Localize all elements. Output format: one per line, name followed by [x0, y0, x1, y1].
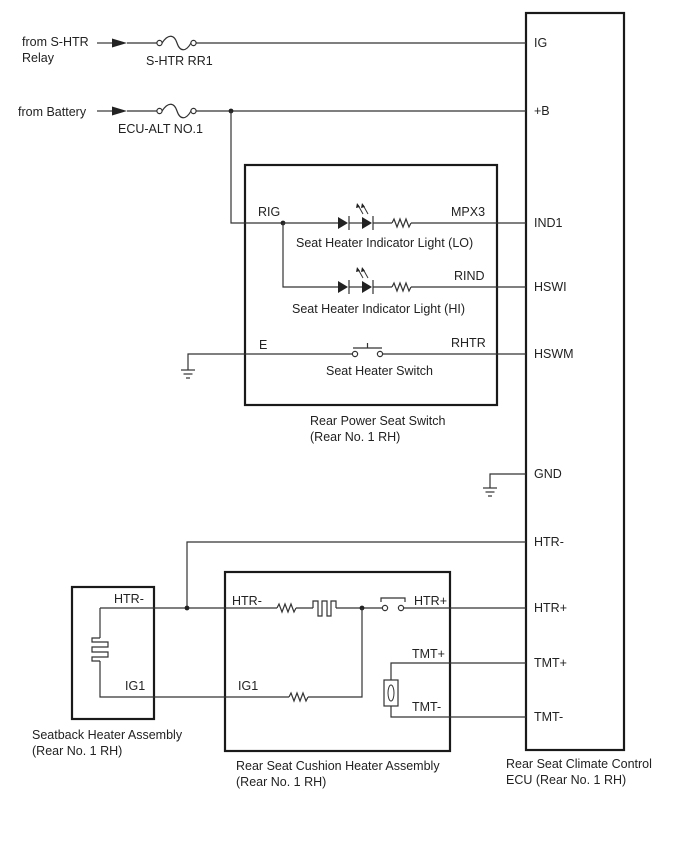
seatback-heater-box [70, 585, 156, 721]
ecu-pin-gnd: GND [534, 467, 562, 481]
ecu-pin-ind1: IND1 [534, 216, 563, 230]
ecu-pin-hswi: HSWI [534, 280, 567, 294]
thermal-switch-icon [380, 597, 406, 612]
fuse-icon [156, 35, 197, 51]
resistor-icon [391, 281, 412, 293]
heater-element-icon [91, 637, 109, 662]
resistor-icon [391, 217, 412, 229]
heater-element-icon [312, 600, 337, 617]
cushion-pin-tmt-minus: TMT- [412, 700, 441, 714]
led-icon [338, 267, 374, 294]
source-battery: from Battery [18, 105, 87, 119]
fuse-icon [156, 103, 197, 119]
resistor-icon [276, 602, 297, 614]
seatback-heater-name-line2: (Rear No. 1 RH) [32, 744, 122, 758]
junction-dot [184, 605, 190, 611]
rear-power-seat-switch-name-line1: Rear Power Seat Switch [310, 414, 446, 428]
battery-circuit [97, 103, 526, 224]
seatback-pin-htr-minus: HTR- [114, 592, 144, 606]
ecu-pin-htr-plus: HTR+ [534, 601, 567, 615]
pin-e: E [259, 338, 267, 352]
ecu-box [524, 11, 626, 752]
ecu-pin-hswm: HSWM [534, 347, 574, 361]
arrow-icon [112, 38, 127, 48]
rear-power-seat-switch-name-line2: (Rear No. 1 RH) [310, 430, 400, 444]
cushion-pin-tmt-plus: TMT+ [412, 647, 445, 661]
ecu-pin-tmt-minus: TMT- [534, 710, 563, 724]
ecu-pin-plus-b: +B [534, 104, 550, 118]
thermistor-circuit [383, 662, 526, 718]
pin-rig: RIG [258, 205, 280, 219]
cushion-pin-ig1: IG1 [238, 679, 258, 693]
ig-circuit [97, 35, 526, 51]
seatback-pin-ig1: IG1 [125, 679, 145, 693]
cushion-pin-htr-plus: HTR+ [414, 594, 447, 608]
ecu-name-line1: Rear Seat Climate Control [506, 757, 652, 771]
ecu-name-line2: ECU (Rear No. 1 RH) [506, 773, 626, 787]
resistor-icon [288, 691, 309, 703]
indicator-lo-circuit [280, 203, 526, 230]
pin-rind: RIND [454, 269, 485, 283]
indicator-lo-label: Seat Heater Indicator Light (LO) [296, 236, 473, 250]
cushion-pin-htr-minus: HTR- [232, 594, 262, 608]
seat-heater-switch-circuit [181, 343, 526, 379]
ground-icon [483, 487, 497, 497]
thermistor-icon [383, 679, 399, 707]
ecu-pin-htr-minus: HTR- [534, 535, 564, 549]
indicator-hi-label: Seat Heater Indicator Light (HI) [292, 302, 465, 316]
rear-power-seat-switch-box [243, 163, 499, 407]
ecu-pin-ig: IG [534, 36, 547, 50]
seatback-heater-circuit [91, 608, 363, 703]
fuse-shtr-rr1-label: S-HTR RR1 [146, 54, 213, 68]
seatback-heater-name-line1: Seatback Heater Assembly [32, 728, 183, 742]
ecu-ground [483, 473, 526, 497]
fuse-ecu-alt-no1-label: ECU-ALT NO.1 [118, 122, 203, 136]
seat-heater-switch-label: Seat Heater Switch [326, 364, 433, 378]
ecu-pin-tmt-plus: TMT+ [534, 656, 567, 670]
ground-icon [181, 369, 195, 379]
source-shtr-relay-line2: Relay [22, 51, 55, 65]
arrow-icon [112, 106, 127, 116]
cushion-heater-name-line1: Rear Seat Cushion Heater Assembly [236, 759, 440, 773]
cushion-heater-box [223, 570, 452, 753]
cushion-heater-name-line2: (Rear No. 1 RH) [236, 775, 326, 789]
source-shtr-relay-line1: from S-HTR [22, 35, 89, 49]
pin-rhtr: RHTR [451, 336, 486, 350]
htr-minus-circuit [100, 541, 526, 617]
switch-icon [351, 343, 384, 358]
led-icon [338, 203, 374, 230]
indicator-hi-circuit [282, 223, 526, 294]
pin-mpx3: MPX3 [451, 205, 485, 219]
